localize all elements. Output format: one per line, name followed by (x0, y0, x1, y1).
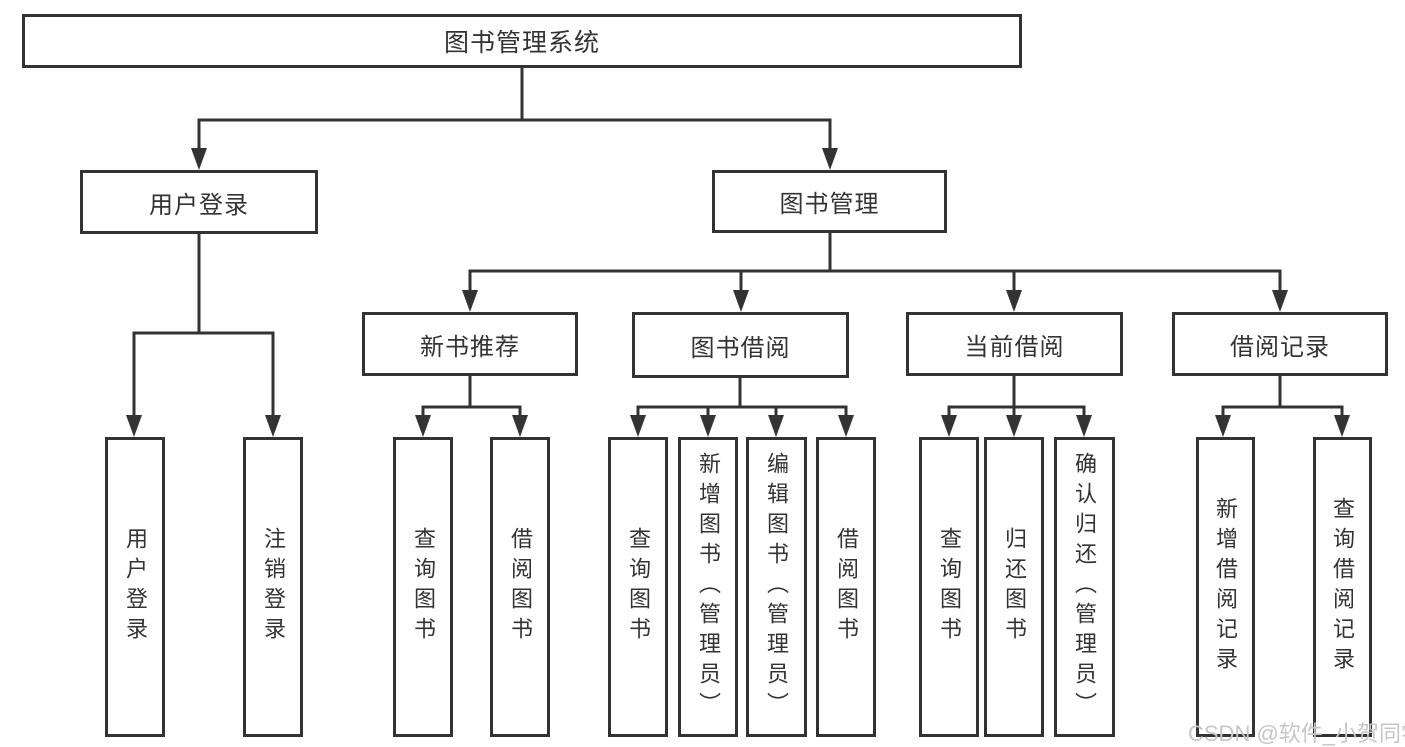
node-logout: 注销登录 (243, 437, 303, 737)
node-borrow-book-2: 借阅图书 (816, 437, 876, 737)
node-edit-book-admin: 编辑图书（管理员） (746, 437, 807, 737)
node-current-borrow: 当前借阅 (906, 312, 1123, 376)
node-query-book-1: 查询图书 (393, 437, 453, 737)
watermark: CSDN @软件_小贺同学 (1188, 721, 1405, 746)
node-add-borrow-record: 新增借阅记录 (1196, 437, 1255, 737)
node-add-book-admin: 新增图书（管理员） (678, 437, 738, 737)
node-new-book-recommend: 新书推荐 (362, 312, 578, 376)
node-user-login: 用户登录 (105, 437, 165, 737)
node-return-book: 归还图书 (984, 437, 1044, 737)
node-book-borrow: 图书借阅 (632, 312, 849, 378)
node-query-borrow-record: 查询借阅记录 (1313, 437, 1372, 737)
node-confirm-return-admin: 确认归还（管理员） (1054, 437, 1115, 737)
node-root: 图书管理系统 (22, 14, 1022, 68)
node-book-management: 图书管理 (712, 170, 947, 233)
node-borrow-book-1: 借阅图书 (490, 437, 550, 737)
node-query-book-2: 查询图书 (608, 437, 668, 737)
node-user-login-group: 用户登录 (80, 170, 318, 234)
node-borrow-records: 借阅记录 (1172, 312, 1388, 376)
node-query-book-3: 查询图书 (919, 437, 979, 737)
